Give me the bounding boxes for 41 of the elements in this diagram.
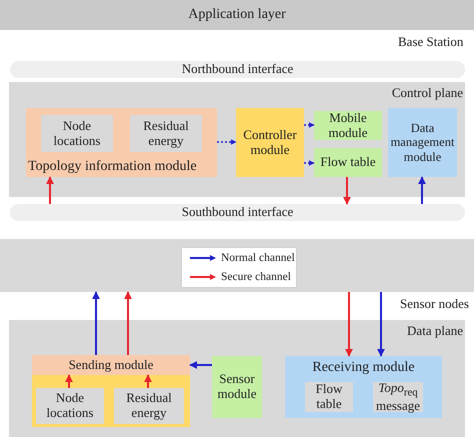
module-box: Controller module: [236, 108, 304, 177]
arrow: [377, 292, 385, 357]
arrow: [304, 122, 315, 128]
plane-panel: [9, 320, 465, 437]
module-box: Sending module: [32, 355, 190, 375]
arrow: [217, 139, 237, 145]
layer-band: Application layer: [0, 0, 474, 30]
data-box: Node locations: [36, 388, 104, 424]
module-box: Mobile module: [314, 111, 382, 140]
arrow: [124, 291, 132, 355]
module-box: Data management module: [388, 108, 457, 177]
arrow: [189, 361, 212, 369]
arrow: [345, 292, 353, 357]
module-group-box: [32, 375, 190, 427]
arrow: [304, 160, 315, 166]
arrow: [65, 374, 73, 388]
data-box: Topo$_{req}$ message: [373, 382, 423, 412]
module-box: Flow table: [314, 148, 382, 177]
arrow: [343, 177, 351, 205]
module-box: Sensor module: [212, 356, 262, 418]
layer-label: Base Station: [398, 34, 464, 50]
data-box: Flow table: [305, 382, 353, 412]
module-box: [26, 108, 217, 177]
interface-band: Southbound interface: [10, 204, 465, 221]
group-label: Control plane: [392, 85, 463, 101]
plane-panel: [9, 82, 465, 197]
group-label: Data plane: [407, 323, 463, 339]
group-label: Topology information module: [28, 159, 197, 175]
legend-label: Secure channel: [221, 271, 291, 283]
arrow: [92, 291, 100, 355]
legend-label: Normal channel: [221, 252, 295, 264]
arrow: [418, 176, 426, 204]
arrow: [144, 374, 152, 388]
data-box: Node locations: [41, 115, 113, 152]
data-box: Residual energy: [130, 115, 202, 152]
group-label: Receiving module: [311, 360, 416, 376]
interface-band: Northbound interface: [10, 61, 465, 78]
module-box: [285, 356, 442, 418]
arrow: [46, 176, 54, 204]
layer-label: Sensor nodes: [400, 296, 469, 312]
data-box: Residual energy: [114, 388, 184, 424]
